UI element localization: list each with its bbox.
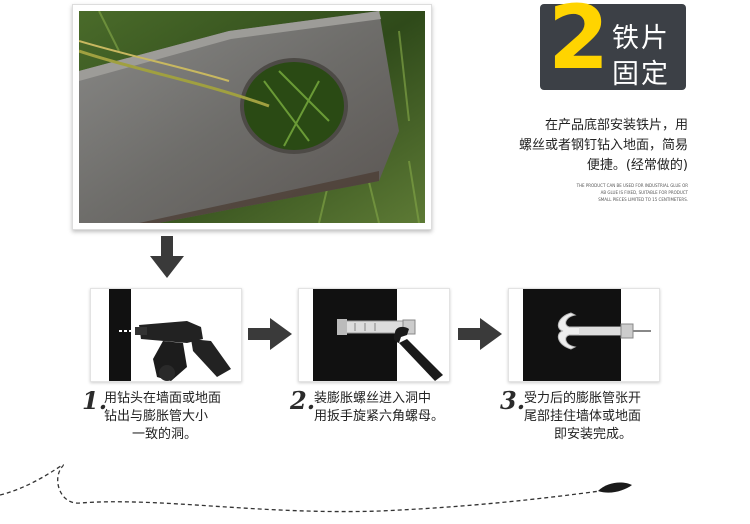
step-3-panel	[508, 288, 660, 382]
arrow-down-icon	[150, 236, 184, 278]
fine-print-line: THE PRODUCT CAN BE USED FOR INDUSTRIAL G…	[576, 183, 688, 188]
title-badge: 2 铁片 固定	[540, 0, 686, 90]
step-caption-line: 尾部挂住墙体或地面	[524, 409, 642, 424]
description-line: 螺丝或者钢钉钻入地面，简易	[518, 138, 688, 153]
step-3-number: 3.	[500, 386, 526, 415]
description-text: 在产品底部安装铁片，用 螺丝或者钢钉钻入地面，简易 便捷。(经常做的)	[458, 116, 688, 176]
bracket-photo	[72, 4, 432, 230]
description-line: 便捷。(经常做的)	[586, 158, 688, 173]
step-3-caption: 受力后的膨胀管张开 尾部挂住墙体或地面 即安装完成。	[524, 390, 641, 444]
step-1-number: 1.	[82, 386, 108, 415]
step-1-panel	[90, 288, 242, 382]
step-2-number: 2.	[290, 386, 316, 415]
step-caption-line: 钻出与膨胀管大小	[104, 409, 209, 424]
metal-plate-image	[79, 11, 425, 223]
step-caption-line: 用扳手旋紧六角螺母。	[314, 409, 445, 424]
fine-print-line: AB GLUE IS FIXED, SUITABLE FOR PRODUCT	[600, 190, 688, 195]
step-1-caption: 用钻头在墙面或地面 钻出与膨胀管大小 一致的洞。	[104, 390, 221, 444]
step-caption-line: 用钻头在墙面或地面	[104, 391, 222, 406]
step-caption-line: 一致的洞。	[132, 427, 198, 442]
step-2-panel	[298, 288, 450, 382]
drill-icon	[109, 289, 231, 381]
badge-title-line1: 铁片	[612, 23, 670, 54]
badge-number: 2	[548, 0, 610, 89]
decorative-dashed-curve	[0, 464, 632, 513]
fine-print-line: SMALL PIECES LIMITED TO 15 CENTIMETERS.	[598, 197, 688, 202]
wrench-icon	[313, 289, 443, 381]
step-caption-line: 受力后的膨胀管张开	[524, 391, 642, 406]
arrow-right-icon	[458, 318, 502, 350]
description-line: 在产品底部安装铁片，用	[544, 118, 688, 133]
step-caption-line: 即安装完成。	[554, 427, 633, 442]
step-caption-line: 装膨胀螺丝进入洞中	[314, 391, 432, 406]
step-2-caption: 装膨胀螺丝进入洞中 用扳手旋紧六角螺母。	[314, 390, 444, 426]
anchor-icon	[523, 289, 651, 381]
badge-title-line2: 固定	[612, 59, 670, 90]
leaf-icon	[598, 482, 632, 493]
fine-print: THE PRODUCT CAN BE USED FOR INDUSTRIAL G…	[508, 182, 688, 203]
arrow-right-icon	[248, 318, 292, 350]
